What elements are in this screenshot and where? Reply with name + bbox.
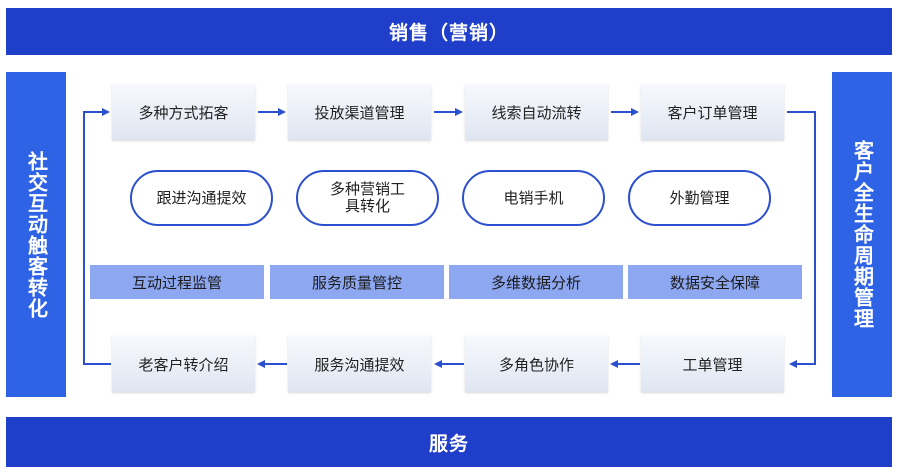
bottom-flow-step-4: 工单管理 (641, 336, 784, 392)
capability-bar-4: 数据安全保障 (628, 265, 802, 299)
customer-lifecycle-label: 客户全生命周期管理 (850, 140, 875, 329)
service-label: 服务 (428, 432, 469, 455)
capability-bar-1: 互动过程监管 (90, 265, 264, 299)
bottom-flow-step-3: 多角色协作 (465, 336, 608, 392)
service-band: 服务 (6, 417, 892, 467)
feature-pill-3: 电销手机 (462, 170, 605, 226)
social-interaction-label: 社交互动触客转化 (24, 150, 49, 319)
capability-bar-2: 服务质量管控 (270, 265, 444, 299)
sales-marketing-label: 销售（营销） (388, 22, 509, 44)
feature-pill-4: 外勤管理 (628, 170, 771, 226)
top-flow-step-4: 客户订单管理 (641, 84, 784, 140)
top-flow-step-2: 投放渠道管理 (288, 84, 431, 140)
bottom-flow-step-2: 服务沟通提效 (288, 336, 431, 392)
top-flow-step-3: 线索自动流转 (465, 84, 608, 140)
feature-pill-2: 多种营销工具转化 (296, 170, 439, 226)
arrow-right-loop (787, 111, 816, 368)
bottom-flow-step-1: 老客户转介绍 (112, 336, 255, 392)
capability-bar-3: 多维数据分析 (449, 265, 623, 299)
sales-marketing-band: 销售（营销） (6, 8, 892, 55)
social-interaction-panel: 社交互动触客转化 (6, 72, 66, 397)
arrow-left-loop (83, 108, 111, 365)
top-flow-step-1: 多种方式拓客 (112, 84, 255, 140)
customer-lifecycle-panel: 客户全生命周期管理 (832, 72, 892, 397)
feature-pill-1: 跟进沟通提效 (130, 170, 273, 226)
